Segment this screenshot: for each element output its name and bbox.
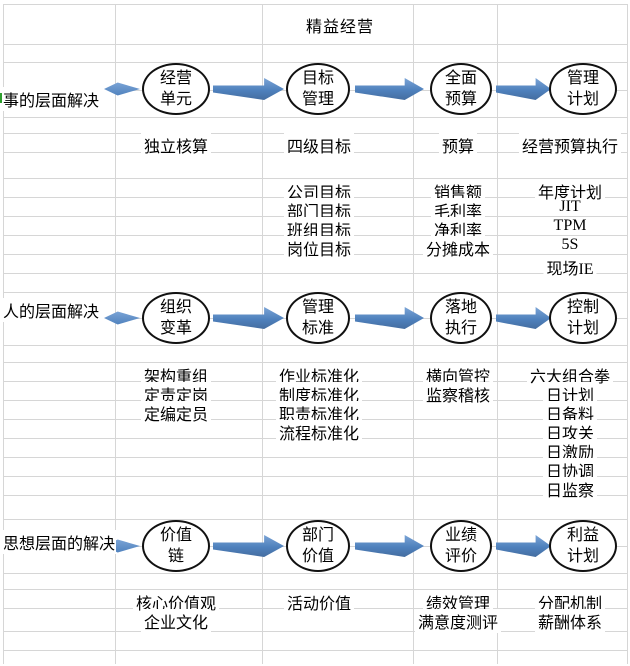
cell-item-people-col3: 监察稽核 xyxy=(422,382,494,406)
cell-item-people-col4: 日监察 xyxy=(542,477,598,501)
gridline-horizontal xyxy=(3,457,627,458)
cell-item-matters-col1: 独立核算 xyxy=(140,133,212,157)
diagram-title: 精益经营 xyxy=(301,13,379,37)
process-node-matters-1[interactable]: 经营单元 xyxy=(142,63,210,115)
node-label-line: 管理 xyxy=(566,70,599,87)
gridline-horizontal xyxy=(3,495,627,496)
process-node-matters-3[interactable]: 全面预算 xyxy=(430,63,492,115)
process-node-mindset-3[interactable]: 业绩评价 xyxy=(430,520,492,572)
process-node-people-2[interactable]: 管理标准 xyxy=(286,292,350,344)
flow-matters-diamond-arrow-icon[interactable] xyxy=(104,82,140,96)
gridline-horizontal xyxy=(3,62,627,63)
process-node-mindset-4[interactable]: 利益计划 xyxy=(549,520,617,572)
gridline-vertical xyxy=(262,4,263,664)
node-label-line: 链 xyxy=(167,548,184,565)
node-label-line: 价值 xyxy=(301,548,334,565)
cell-item-matters-col4: TPM xyxy=(550,217,590,235)
node-label-line: 控制 xyxy=(566,299,599,316)
process-node-people-1[interactable]: 组织变革 xyxy=(142,292,210,344)
node-label-line: 全面 xyxy=(444,70,477,87)
cell-item-matters-col4: 5S xyxy=(558,236,582,254)
gridline-horizontal xyxy=(3,589,627,590)
flow-mindset-arrow-1-icon[interactable] xyxy=(213,535,284,557)
node-label-line: 标准 xyxy=(301,320,334,337)
cell-item-matters-col4: 经营预算执行 xyxy=(518,133,622,157)
cell-item-matters-col2: 岗位目标 xyxy=(283,236,355,260)
node-label-line: 计划 xyxy=(566,320,599,337)
node-label-line: 经营 xyxy=(159,70,192,87)
flow-people-arrow-1-icon[interactable] xyxy=(213,307,284,329)
flow-label-matters: 事的层面解决 xyxy=(2,87,101,111)
flow-people-arrow-3-icon[interactable] xyxy=(496,307,551,329)
node-label-line: 价值 xyxy=(159,527,192,544)
cell-item-matters-col4: JIT xyxy=(556,198,584,216)
node-label-line: 计划 xyxy=(566,548,599,565)
process-node-mindset-1[interactable]: 价值链 xyxy=(142,520,210,572)
gridline-horizontal xyxy=(3,345,627,346)
green-marker xyxy=(0,93,3,103)
process-node-matters-4[interactable]: 管理计划 xyxy=(549,63,617,115)
gridline-horizontal xyxy=(3,117,627,118)
flow-matters-arrow-1-icon[interactable] xyxy=(213,78,284,100)
process-node-people-3[interactable]: 落地执行 xyxy=(430,292,492,344)
cell-item-people-col1: 定编定员 xyxy=(140,401,212,425)
node-label-line: 组织 xyxy=(159,299,192,316)
gridline-horizontal xyxy=(3,631,627,632)
node-label-line: 目标 xyxy=(301,70,334,87)
flow-people-diamond-arrow-icon[interactable] xyxy=(104,311,140,325)
cell-item-mindset-col4: 薪酬体系 xyxy=(534,609,606,633)
cell-item-matters-col4: 现场IE xyxy=(543,255,597,279)
process-node-people-4[interactable]: 控制计划 xyxy=(549,292,617,344)
node-label-line: 单元 xyxy=(159,91,192,108)
process-node-matters-2[interactable]: 目标管理 xyxy=(286,63,350,115)
cell-item-mindset-col3: 满意度测评 xyxy=(414,609,502,633)
node-label-line: 部门 xyxy=(301,527,334,544)
node-label-line: 评价 xyxy=(444,548,477,565)
gridline-horizontal xyxy=(3,4,627,5)
cell-item-matters-col2: 四级目标 xyxy=(283,133,355,157)
gridline-horizontal xyxy=(3,519,627,520)
gridline-horizontal xyxy=(3,362,627,363)
flow-label-people: 人的层面解决 xyxy=(2,298,101,322)
node-label-line: 管理 xyxy=(301,91,334,108)
flow-label-mindset: 思想层面的解决 xyxy=(2,530,117,554)
node-label-line: 落地 xyxy=(444,299,477,316)
node-label-line: 管理 xyxy=(301,299,334,316)
node-label-line: 利益 xyxy=(566,527,599,544)
flow-matters-arrow-3-icon[interactable] xyxy=(496,78,551,100)
gridline-vertical xyxy=(3,4,4,664)
gridline-vertical xyxy=(627,4,628,664)
gridline-horizontal xyxy=(3,650,627,651)
cell-item-matters-col3: 预算 xyxy=(438,133,478,157)
cell-item-matters-col3: 分摊成本 xyxy=(422,236,494,260)
gridline-horizontal xyxy=(3,273,627,274)
node-label-line: 预算 xyxy=(444,91,477,108)
gridline-vertical xyxy=(413,4,414,664)
node-label-line: 计划 xyxy=(566,91,599,108)
gridline-horizontal xyxy=(3,573,627,574)
gridline-horizontal xyxy=(3,476,627,477)
gridline-vertical xyxy=(115,4,116,664)
node-label-line: 业绩 xyxy=(444,527,477,544)
cell-item-people-col2: 流程标准化 xyxy=(275,420,363,444)
process-node-mindset-2[interactable]: 部门价值 xyxy=(286,520,350,572)
node-label-line: 执行 xyxy=(444,320,477,337)
cell-item-mindset-col2: 活动价值 xyxy=(283,590,355,614)
node-label-line: 变革 xyxy=(159,320,192,337)
gridline-vertical xyxy=(497,4,498,664)
gridline-horizontal xyxy=(3,44,627,45)
gridline-horizontal xyxy=(3,178,627,179)
flow-mindset-arrow-3-icon[interactable] xyxy=(496,535,551,557)
cell-item-mindset-col1: 企业文化 xyxy=(140,609,212,633)
